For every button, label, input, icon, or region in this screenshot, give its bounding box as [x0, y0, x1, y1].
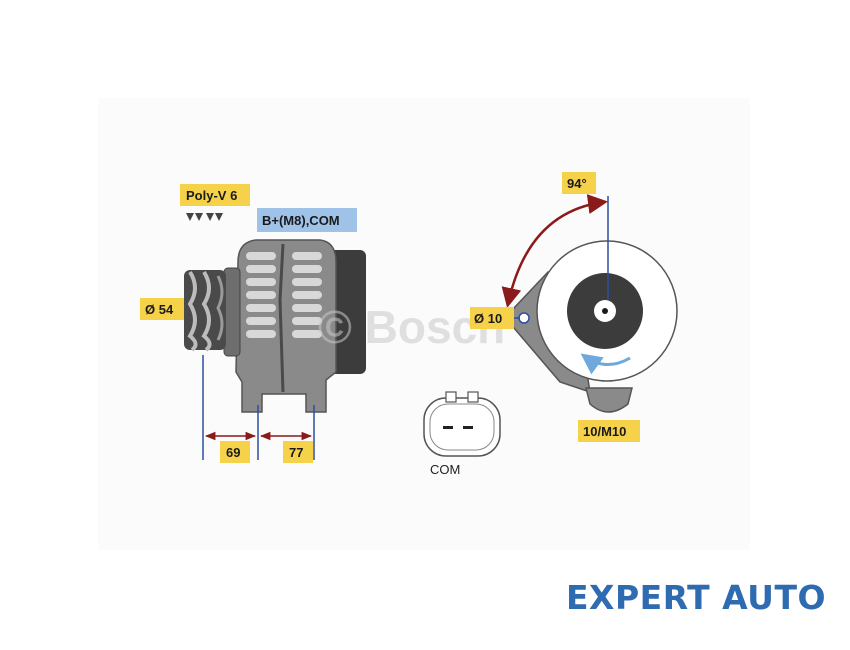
svg-text:77: 77	[289, 445, 303, 460]
housing-seam	[278, 243, 285, 393]
shaft-center	[602, 308, 608, 314]
brand-logo-text: EXPERT AUTO	[566, 578, 827, 617]
label-pulley-diameter: Ø 54	[140, 298, 184, 320]
front-ring	[223, 267, 241, 357]
svg-text:10/M10: 10/M10	[583, 424, 626, 439]
svg-text:69: 69	[226, 445, 240, 460]
svg-text:94°: 94°	[567, 176, 587, 191]
rotation-arrow-icon	[580, 353, 631, 375]
poly-v-groove-icon	[186, 213, 223, 221]
label-hole-diameter: Ø 10	[470, 307, 514, 329]
label-dim-69: 69	[220, 441, 250, 463]
label-connector: COM	[430, 462, 460, 477]
label-poly-v: Poly-V 6	[180, 184, 250, 206]
label-angle: 94°	[562, 172, 596, 194]
svg-text:Poly-V 6: Poly-V 6	[186, 188, 237, 203]
angle-arc	[501, 194, 608, 308]
svg-text:B+(M8),COM: B+(M8),COM	[262, 213, 340, 228]
connector-plug	[423, 391, 501, 457]
cooling-fins-right	[292, 252, 322, 338]
alternator-side-view	[184, 213, 366, 413]
pulley	[184, 270, 226, 352]
dimension-lines-side	[202, 355, 315, 460]
mounting-ear-bottom	[585, 387, 633, 413]
cooling-fins-left	[246, 252, 276, 338]
svg-text:Ø 54: Ø 54	[145, 302, 174, 317]
mounting-hole	[518, 312, 530, 324]
svg-text:Ø 10: Ø 10	[474, 311, 502, 326]
label-bolt: 10/M10	[578, 420, 640, 442]
label-dim-77: 77	[283, 441, 313, 463]
label-terminal: B+(M8),COM	[257, 208, 357, 232]
